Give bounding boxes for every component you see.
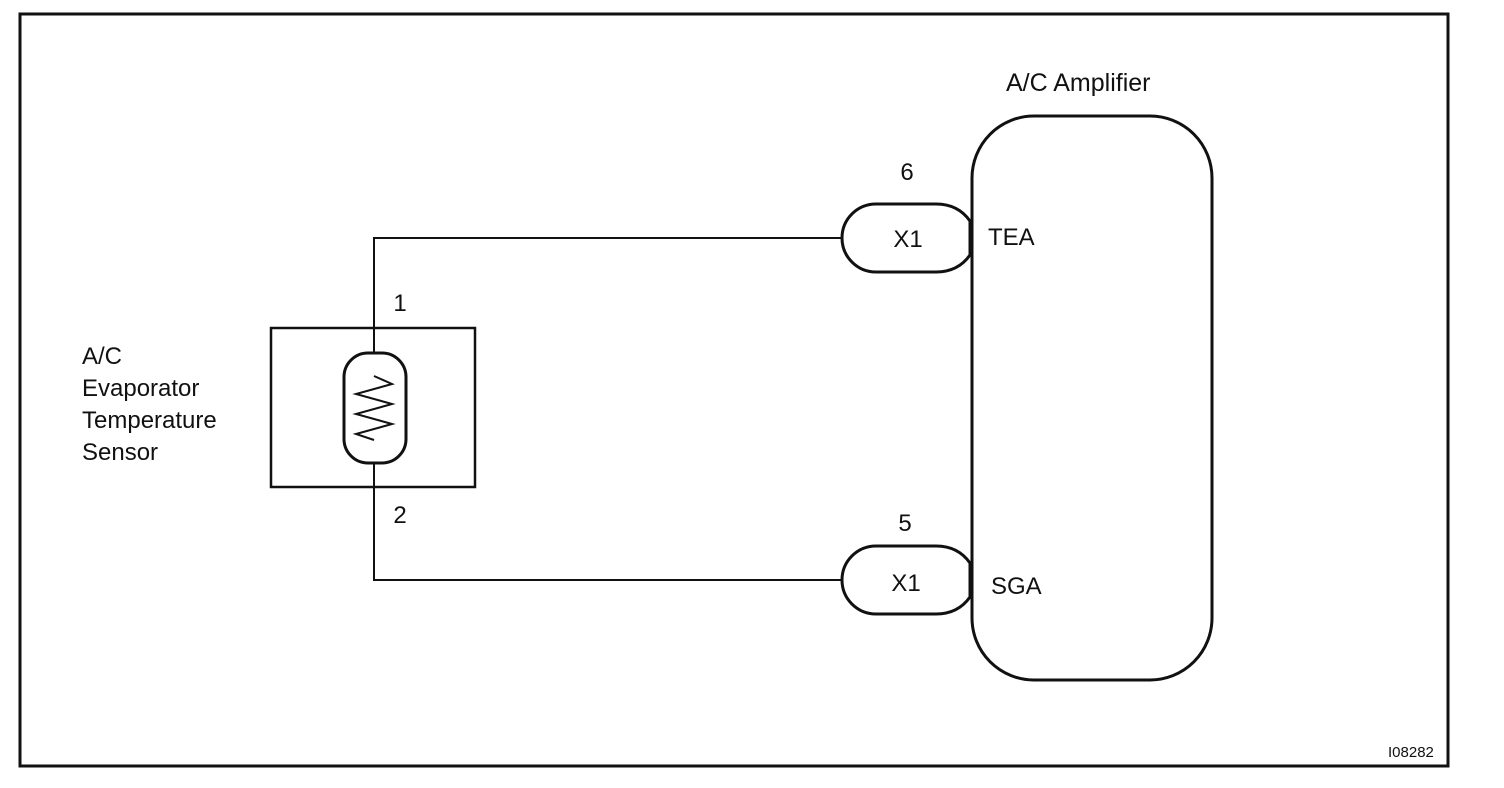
connector-label-sga: X1	[891, 570, 920, 597]
sensor-label-line-1: A/C	[82, 343, 122, 370]
pin-number-tea: 6	[900, 159, 913, 186]
sensor-label-line-2: Evaporator	[82, 375, 199, 402]
terminal-label-tea: TEA	[988, 224, 1035, 251]
wire-sga	[373, 464, 842, 581]
thermistor-capsule	[342, 351, 408, 465]
figure-id: I08282	[1388, 744, 1434, 761]
pin-number-sga: 5	[898, 510, 911, 537]
sensor-label-line-4: Sensor	[82, 439, 158, 466]
amplifier-block	[970, 114, 1214, 682]
thermistor-resistor-icon	[342, 351, 408, 465]
sensor-box	[269, 326, 477, 489]
resistor-zigzag	[352, 375, 396, 441]
sensor-pin-2: 2	[393, 502, 406, 529]
amplifier-title: A/C Amplifier	[1006, 69, 1150, 97]
sensor-label: A/C Evaporator Temperature Sensor	[82, 343, 223, 466]
sensor-pin-1: 1	[393, 290, 406, 317]
connector-sga: X1 5 SGA	[840, 510, 1042, 616]
terminal-label-sga: SGA	[991, 573, 1042, 600]
connector-label-tea: X1	[893, 226, 922, 253]
connector-tea: X1 6 TEA	[840, 159, 1035, 274]
sensor-label-line-3: Temperature	[82, 407, 217, 434]
diagram-frame	[18, 12, 1450, 768]
wire-tea	[373, 237, 842, 354]
